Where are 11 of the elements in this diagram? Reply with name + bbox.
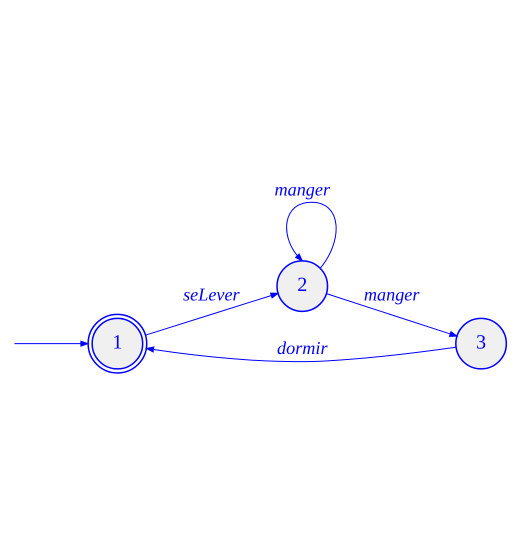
node-circle: 2 bbox=[276, 260, 328, 312]
arrow bbox=[145, 292, 280, 336]
arrow bbox=[14, 340, 89, 346]
node-circle: 1 bbox=[86, 313, 147, 374]
edge-label: dormir bbox=[276, 338, 328, 358]
edge-label: manger bbox=[274, 179, 330, 200]
edge-label: manger bbox=[363, 284, 419, 304]
edge-label: seLever bbox=[182, 284, 240, 304]
arrow bbox=[144, 346, 456, 362]
node-circle: 3 bbox=[454, 317, 507, 370]
arrow bbox=[326, 292, 458, 336]
